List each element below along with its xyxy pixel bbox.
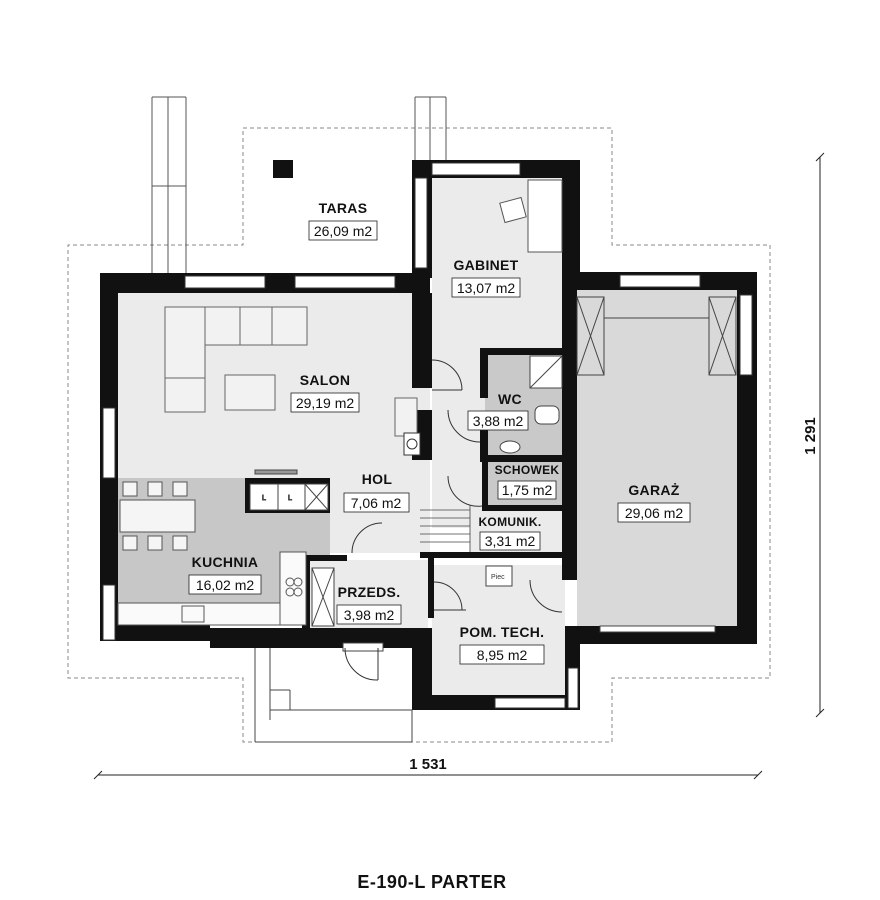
closet [311, 567, 335, 627]
terrace-pergola [151, 96, 447, 273]
gabinet-desk [499, 179, 563, 253]
room-area-wc: 3,88 m2 [473, 413, 524, 429]
room-area-salon: 29,19 m2 [296, 395, 355, 411]
room-name-garaz: GARAŻ [628, 482, 679, 498]
dining-set [119, 481, 196, 551]
room-name-taras: TARAS [319, 200, 368, 216]
room-name-gabinet: GABINET [453, 257, 518, 273]
windows [102, 162, 753, 709]
room-area-hol: 7,06 m2 [351, 495, 402, 511]
fireplace-icon [403, 432, 421, 456]
plan-title: E-190-L PARTER [357, 872, 506, 892]
dimension-height-label: 1 291 [802, 417, 819, 455]
room-name-przeds: PRZEDS. [338, 584, 401, 600]
fridge-label-2: L [288, 495, 292, 502]
room-name-schowek: SCHOWEK [495, 463, 560, 477]
room-name-kuchnia: KUCHNIA [192, 554, 259, 570]
room-area-kuchnia: 16,02 m2 [196, 577, 255, 593]
room-name-pomtech: POM. TECH. [460, 624, 545, 640]
porch [254, 642, 413, 743]
room-area-pomtech: 8,95 m2 [477, 647, 528, 663]
dimension-width-label: 1 531 [409, 756, 447, 773]
dimension-height [815, 152, 825, 718]
garage-door-gap [599, 625, 716, 633]
room-area-komunik: 3,31 m2 [485, 533, 536, 549]
room-name-salon: SALON [300, 372, 351, 388]
fridge-label: L [262, 495, 266, 502]
room-area-garaz: 29,06 m2 [625, 505, 684, 521]
room-area-taras: 26,09 m2 [314, 223, 373, 239]
room-area-przeds: 3,98 m2 [344, 607, 395, 623]
room-labels: TARAS 26,09 m2 GABINET 13,07 m2 SALON 29… [188, 200, 691, 665]
stairs [420, 505, 471, 552]
room-area-gabinet: 13,07 m2 [457, 280, 516, 296]
doors [344, 359, 563, 681]
terrace-chimney [273, 160, 293, 178]
boiler-label: Piec [491, 574, 505, 581]
room-name-hol: HOL [362, 471, 393, 487]
room-name-komunik: KOMUNIK. [478, 515, 541, 529]
appliances: L L [249, 469, 329, 511]
room-area-schowek: 1,75 m2 [502, 482, 553, 498]
garage-frames [576, 296, 737, 376]
wc-fixtures [499, 355, 563, 454]
salon-furniture [164, 306, 418, 437]
dimension-width [93, 770, 763, 780]
boiler: Piec [485, 565, 513, 587]
roof-outline [67, 127, 771, 743]
kitchen-counter [117, 551, 307, 626]
room-name-wc: WC [498, 391, 522, 407]
